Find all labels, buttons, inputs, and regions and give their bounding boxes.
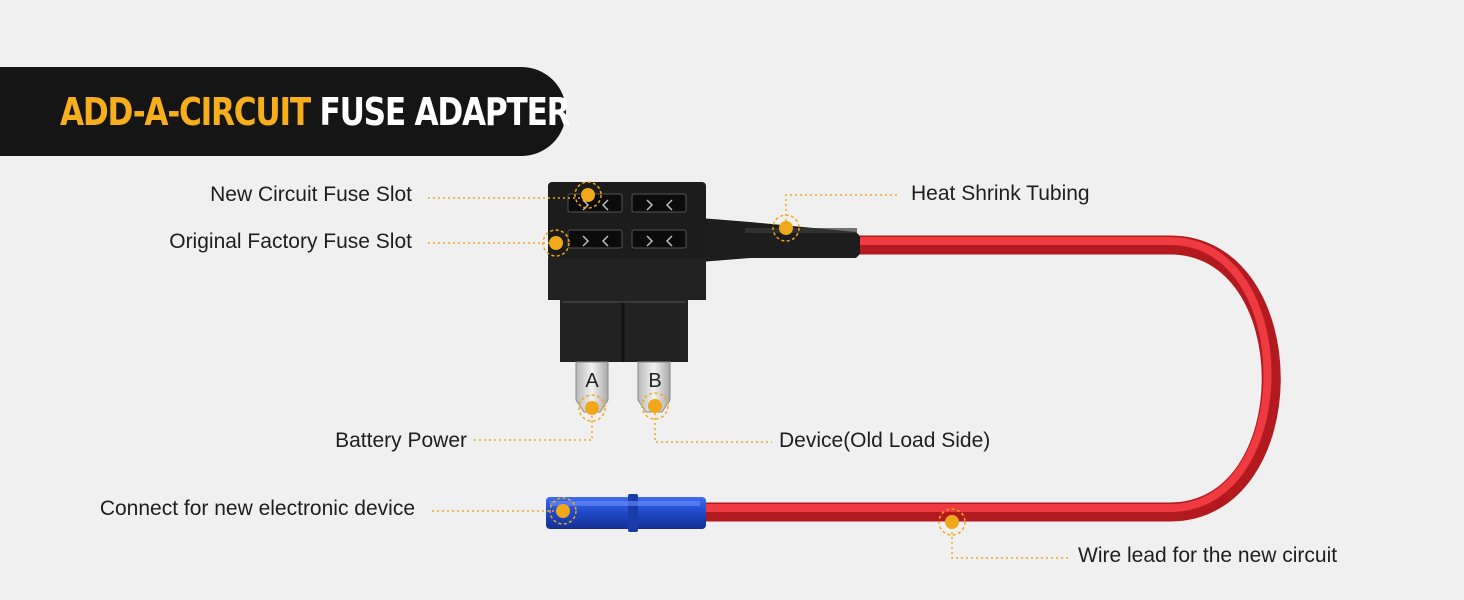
marker	[549, 188, 959, 529]
red-wire-highlight	[700, 237, 1272, 512]
title-accent: ADD-A-CIRCUIT	[60, 90, 311, 134]
title-banner	[0, 67, 566, 156]
label-original-factory-fuse-slot: Original Factory Fuse Slot	[169, 230, 412, 253]
adapter-body	[548, 258, 706, 362]
label-new-circuit-fuse-slot: New Circuit Fuse Slot	[210, 183, 412, 206]
label-connect-new-device: Connect for new electronic device	[99, 497, 415, 520]
terminal-b	[637, 361, 671, 413]
label-wire-lead: Wire lead for the new circuit	[1078, 544, 1338, 567]
red-wire	[690, 235, 1281, 522]
leader-wire-lead	[951, 522, 1070, 559]
label-device-old-load-side: Device(Old Load Side)	[779, 429, 991, 452]
leader-device	[654, 408, 772, 443]
label-battery-power: Battery Power	[335, 429, 467, 452]
fuse-slot	[631, 193, 687, 213]
label-heat-shrink-tubing: Heat Shrink Tubing	[911, 182, 1090, 205]
fuse-slot	[631, 229, 687, 249]
leader-heat-shrink	[785, 194, 900, 226]
leader-battery	[474, 408, 593, 441]
fuse-slot	[567, 193, 623, 213]
title-rest: FUSE ADAPTER	[319, 90, 571, 134]
page-title: ADD-A-CIRCUIT FUSE ADAPTER	[60, 90, 571, 134]
terminal-b-label: B	[648, 370, 661, 392]
terminal-a-label: A	[585, 370, 599, 392]
fuse-slot	[567, 229, 623, 249]
terminal-a	[575, 361, 609, 413]
